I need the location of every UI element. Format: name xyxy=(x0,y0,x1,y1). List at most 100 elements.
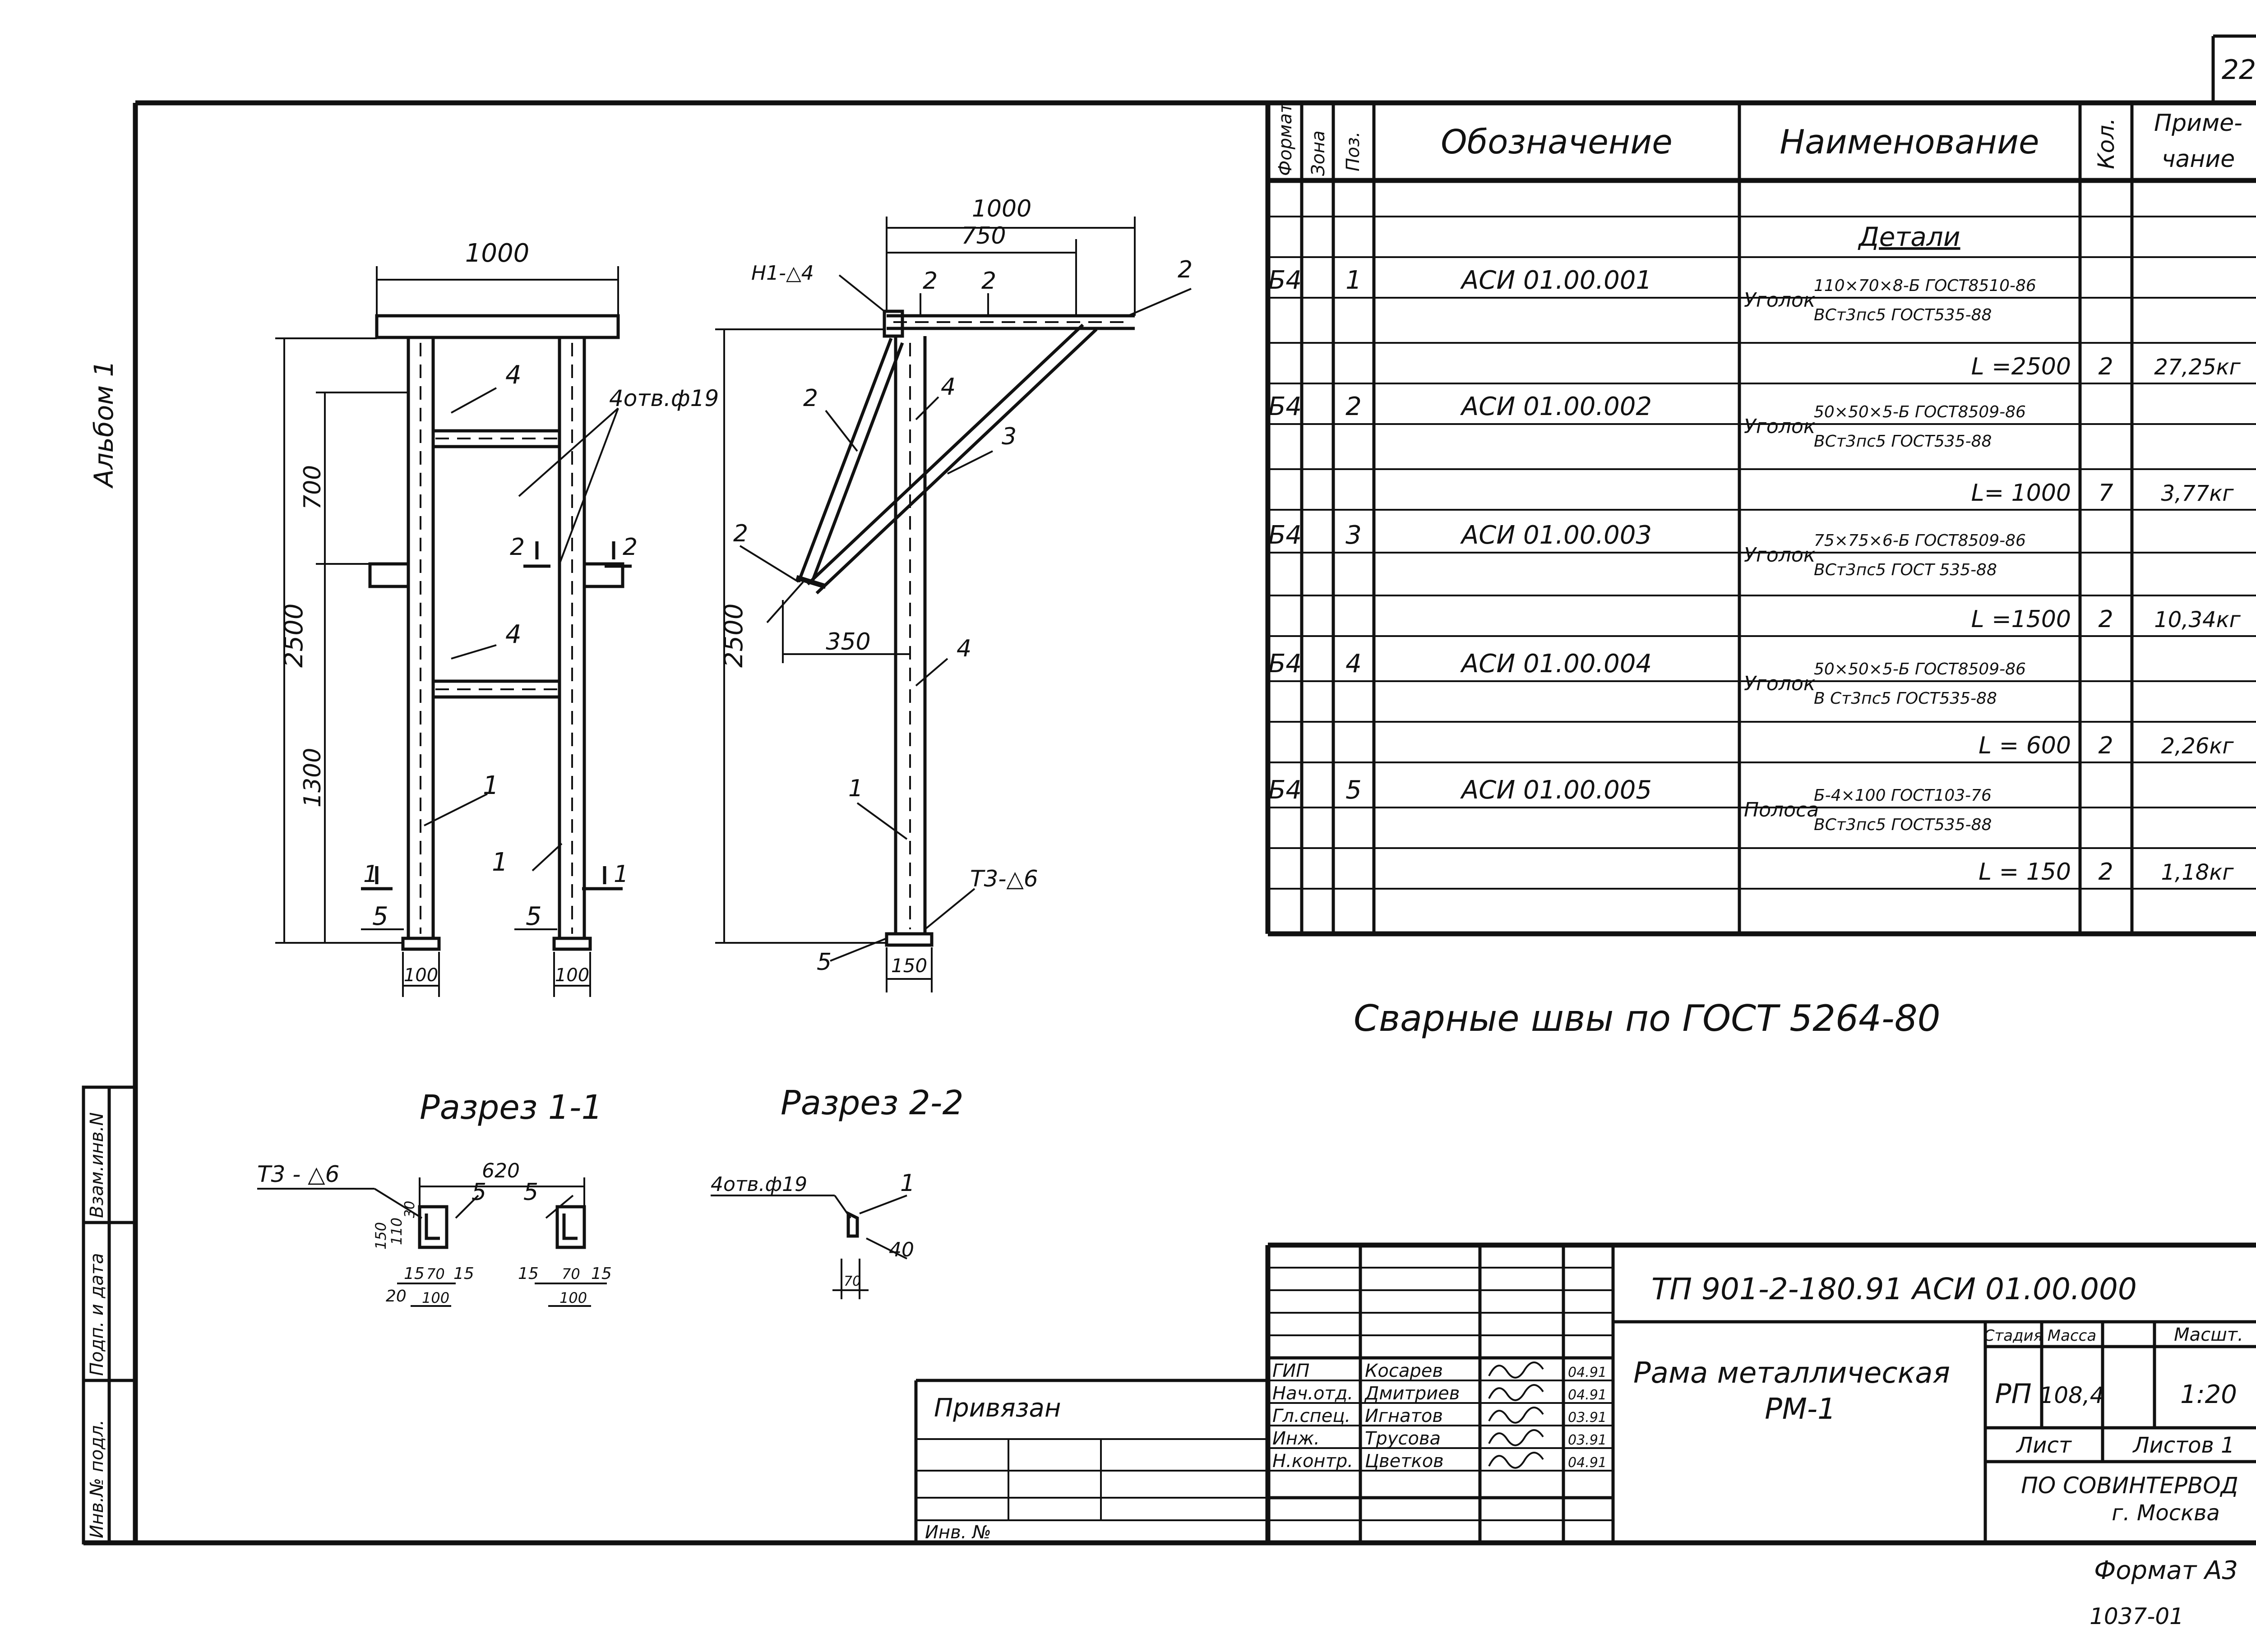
row-pos: 3 xyxy=(1345,521,1362,550)
row-spec-bottom: В Ст3пс5 ГОСТ535-88 xyxy=(1814,689,1997,708)
privyazan: Привязан xyxy=(934,1394,1061,1423)
row-mass: 1,18кг xyxy=(2161,860,2234,885)
front-section-1-left: 1 xyxy=(363,861,378,888)
row-format: Б4 xyxy=(1268,649,1302,678)
staff-name: Игнатов xyxy=(1365,1406,1443,1426)
signature-mark xyxy=(1488,1452,1544,1469)
section-1-dim-150: 150 xyxy=(372,1222,389,1250)
front-pos-1-right: 1 xyxy=(492,848,508,877)
side-pos-2-c: 2 xyxy=(1178,256,1193,283)
staff-date: 04.91 xyxy=(1568,1387,1607,1403)
hdr-format: Формат xyxy=(1275,102,1296,176)
side-dim-offset: 350 xyxy=(826,628,870,655)
spec-row: Б4 5 АСИ 01.00.005 Полоса Б-4×100 ГОСТ10… xyxy=(1268,775,2234,886)
staff-date: 03.91 xyxy=(1568,1410,1607,1426)
row-mass: 10,34кг xyxy=(2154,607,2241,632)
staff-name: Цветков xyxy=(1365,1451,1444,1472)
section-1-dim-20: 20 xyxy=(386,1287,407,1306)
staff-date: 04.91 xyxy=(1568,1455,1607,1471)
section-1-dim-70: 70 xyxy=(426,1265,445,1283)
org-line-1: ПО СОВИНТЕРВОД xyxy=(2021,1472,2238,1499)
section-1-weld: Т3 - △6 xyxy=(257,1161,339,1187)
row-designation: АСИ 01.00.003 xyxy=(1460,521,1652,550)
section-title: Детали xyxy=(1857,221,1960,252)
row-format: Б4 xyxy=(1268,521,1302,550)
staff-row: ГИП Косарев 04.91 xyxy=(1272,1361,1607,1381)
hdr-pos: Поз. xyxy=(1343,131,1364,171)
row-pos: 2 xyxy=(1345,392,1362,421)
row-designation: АСИ 01.00.004 xyxy=(1460,649,1652,678)
section-1-title: Разрез 1-1 xyxy=(420,1088,603,1127)
section-1-r-15b: 15 xyxy=(591,1264,612,1283)
row-type: Полоса xyxy=(1744,798,1819,821)
row-designation: АСИ 01.00.002 xyxy=(1460,392,1652,421)
row-length: L =1500 xyxy=(1971,606,2071,633)
row-spec-bottom: ВСт3пс5 ГОСТ535-88 xyxy=(1814,306,1992,324)
front-pos-4-upper: 4 xyxy=(505,360,522,390)
staff-row: Н.контр. Цветков 04.91 xyxy=(1272,1451,1607,1472)
staff-row: Нач.отд. Дмитриев 04.91 xyxy=(1272,1383,1607,1404)
side-pos-2-e: 2 xyxy=(733,520,748,547)
front-section-2-right: 2 xyxy=(623,534,638,561)
mass-label: Масса xyxy=(2048,1327,2096,1345)
section-2-dim-70: 70 xyxy=(844,1274,861,1289)
hdr-zone: Зона xyxy=(1308,130,1329,176)
section-1-dim-30: 30 xyxy=(402,1201,418,1218)
weld-note: Сварные швы по ГОСТ 5264-80 xyxy=(1354,997,1941,1039)
spec-table xyxy=(1265,103,2256,937)
section-2-drawing xyxy=(711,1195,907,1299)
side-pos-5: 5 xyxy=(817,949,832,976)
staff-role: Гл.спец. xyxy=(1272,1406,1350,1426)
section-2-pos-1: 1 xyxy=(900,1170,915,1197)
row-mass: 27,25кг xyxy=(2154,355,2241,380)
front-view xyxy=(275,266,632,997)
staff-role: ГИП xyxy=(1272,1361,1309,1381)
row-type: Уголок xyxy=(1744,544,1816,567)
spec-row: Б4 4 АСИ 01.00.004 Уголок 50×50×5-Б ГОСТ… xyxy=(1268,649,2234,759)
row-pos: 5 xyxy=(1345,775,1362,805)
staff-date: 03.91 xyxy=(1568,1432,1607,1448)
front-base-right: 100 xyxy=(555,965,589,986)
doc-code: ТП 901-2-180.91 АСИ 01.00.000 xyxy=(1651,1272,2137,1306)
row-designation: АСИ 01.00.001 xyxy=(1460,266,1652,295)
section-1-r-70: 70 xyxy=(562,1265,580,1283)
mass-value: 108,4 xyxy=(2039,1382,2104,1408)
row-mass: 2,26кг xyxy=(2161,734,2234,759)
side-stamp-replace: Взам.инв.N xyxy=(87,1112,107,1218)
side-weld-top: Н1-△4 xyxy=(751,262,814,285)
staff-name: Косарев xyxy=(1365,1361,1443,1381)
side-pos-3: 3 xyxy=(1002,423,1017,450)
row-spec-top: 50×50×5-Б ГОСТ8509-86 xyxy=(1814,660,2026,678)
scale-value: 1:20 xyxy=(2180,1380,2237,1409)
signature-mark xyxy=(1488,1429,1544,1446)
front-dim-height: 2500 xyxy=(279,603,309,668)
row-length: L= 1000 xyxy=(1971,480,2071,507)
staff-role: Н.контр. xyxy=(1272,1451,1353,1472)
row-length: L = 600 xyxy=(1979,732,2071,759)
staff-name: Трусова xyxy=(1365,1428,1441,1449)
side-pos-4-upper: 4 xyxy=(941,374,956,401)
row-type: Уголок xyxy=(1744,415,1816,438)
side-pos-2-b: 2 xyxy=(981,268,996,295)
row-spec-top: 110×70×8-Б ГОСТ8510-86 xyxy=(1814,277,2036,295)
hdr-qty: Кол. xyxy=(2093,118,2119,169)
side-pos-2-a: 2 xyxy=(923,268,938,295)
staff-row: Гл.спец. Игнатов 03.91 xyxy=(1272,1406,1607,1426)
org-line-2: г. Москва xyxy=(2112,1500,2220,1526)
section-2-holes: 4отв.ф19 xyxy=(711,1173,807,1196)
row-pos: 4 xyxy=(1345,649,1362,678)
staff-row: Инж. Трусова 03.91 xyxy=(1272,1428,1607,1449)
section-1-r-100: 100 xyxy=(559,1289,587,1306)
side-weld-bottom: Т3-△6 xyxy=(970,866,1038,892)
hdr-note-2: чание xyxy=(2162,146,2235,173)
front-dim-upper: 700 xyxy=(299,465,326,510)
row-qty: 2 xyxy=(2098,606,2113,633)
row-mass: 3,77кг xyxy=(2161,481,2234,506)
title-line-1: Рама металлическая xyxy=(1633,1357,1950,1390)
inv-no: Инв. № xyxy=(925,1522,991,1543)
front-pos-4-lower: 4 xyxy=(505,620,522,649)
front-pos-5-right: 5 xyxy=(526,902,542,931)
signature-mark xyxy=(1488,1384,1544,1401)
front-section-2-left: 2 xyxy=(510,534,525,561)
